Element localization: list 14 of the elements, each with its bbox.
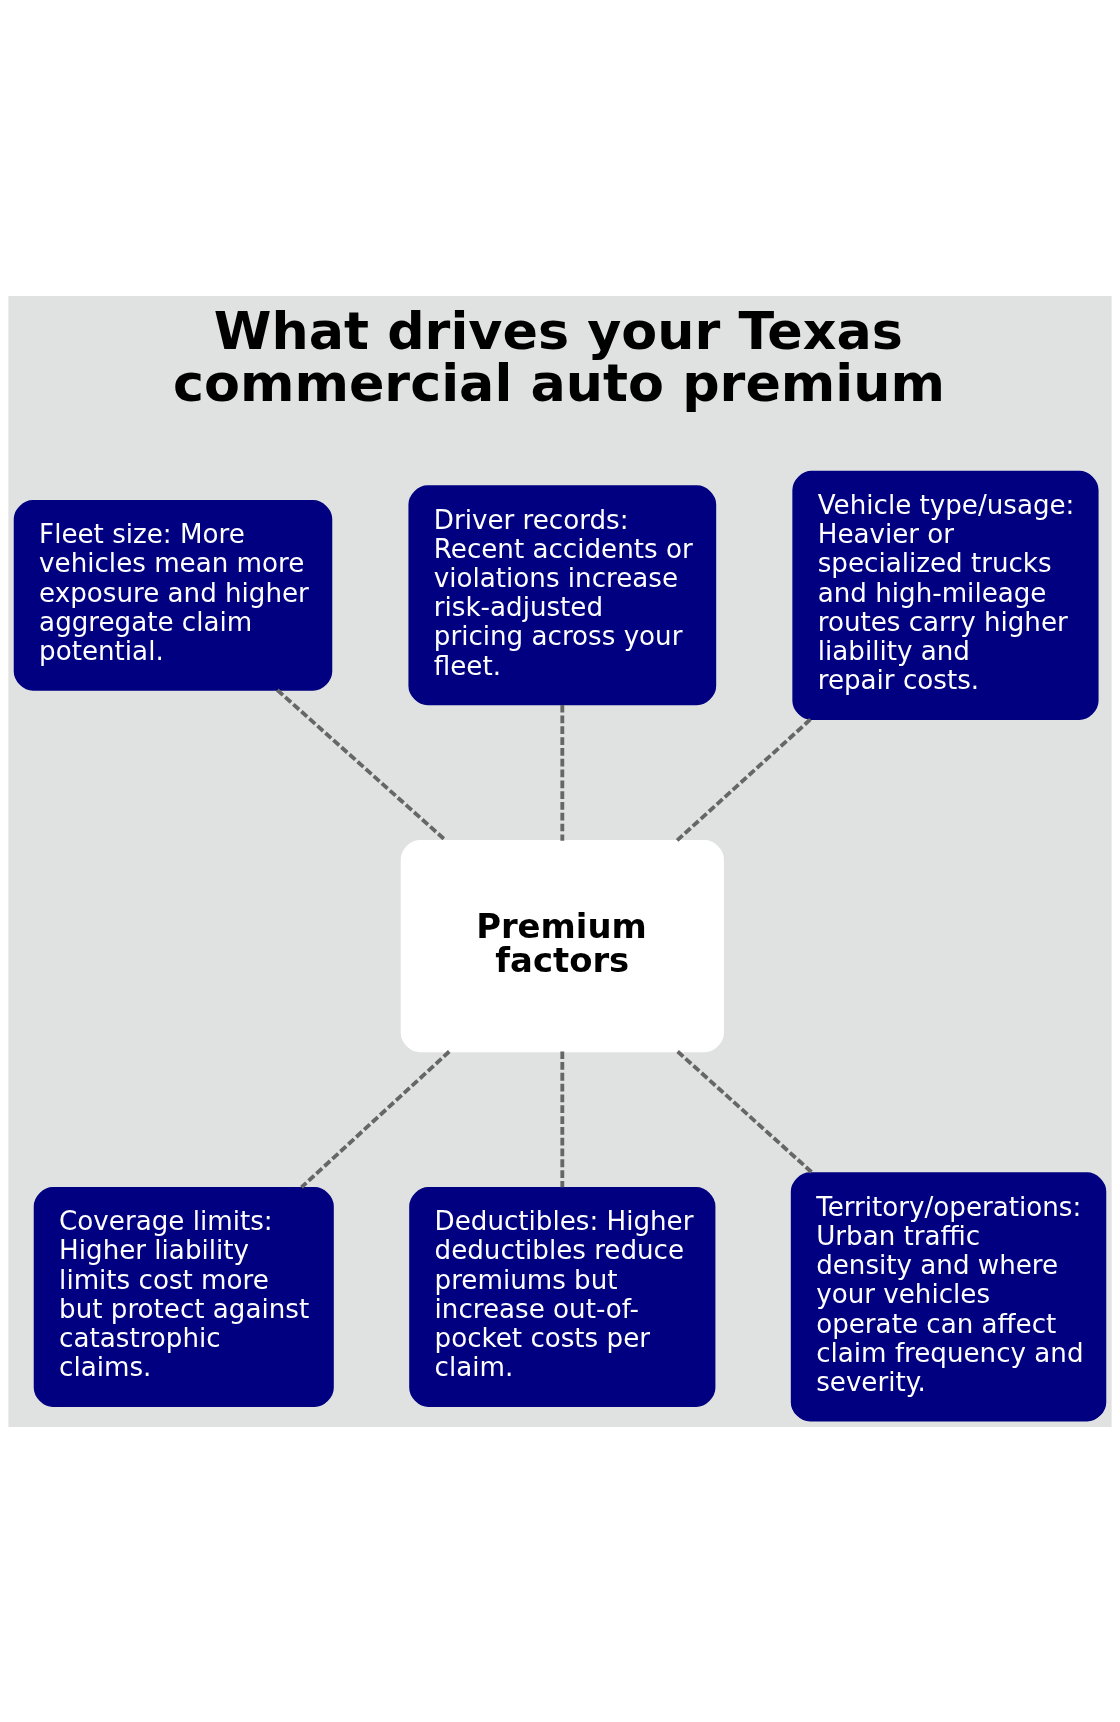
connector bbox=[300, 1049, 451, 1189]
connector bbox=[676, 1049, 814, 1174]
connector bbox=[560, 1051, 565, 1187]
diagram-title: What drives your Texas commercial auto premium bbox=[173, 299, 946, 413]
node-box: Territory/operations: Urban traffic density and where your vehicles operate can affect claim frequency and severity. bbox=[790, 1171, 1107, 1422]
connector bbox=[675, 717, 812, 842]
connector bbox=[560, 704, 565, 841]
node-box: Coverage limits: Higher liability limits cost more but protect against catastrophic claims. bbox=[33, 1186, 334, 1407]
node-box: Deductibles: Higher deductibles reduce premiums but increase out-of-pocket costs per claim. bbox=[409, 1186, 716, 1407]
node-box: Fleet size: More vehicles mean more exposure and higher aggregate claim potential. bbox=[13, 499, 333, 691]
node-box: Driver records: Recent accidents or violations increase risk-adjusted pricing across your fleet. bbox=[408, 484, 717, 705]
connector bbox=[276, 688, 448, 842]
node-box: Premium factors bbox=[400, 839, 724, 1052]
node-box: Vehicle type/usage: Heavier or specialized trucks and high-mileage routes carry higher liability and repair costs. bbox=[792, 470, 1099, 720]
